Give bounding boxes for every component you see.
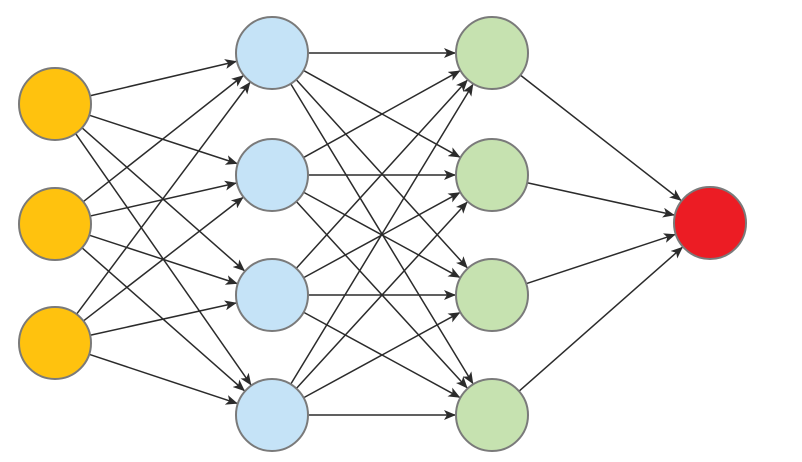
edge-input-3-to-hidden-1-2 bbox=[83, 197, 244, 322]
edge-input-3-to-hidden-1-3 bbox=[89, 300, 237, 336]
edge-hidden-2-3-to-output-1 bbox=[525, 233, 676, 285]
network-nodes bbox=[18, 16, 747, 452]
edge-hidden-2-4-to-output-1 bbox=[518, 246, 683, 392]
hidden-2-node-3 bbox=[455, 258, 529, 332]
input-node-3 bbox=[18, 306, 92, 380]
edge-input-2-to-hidden-1-1 bbox=[82, 75, 244, 203]
hidden-2-node-1 bbox=[455, 16, 529, 90]
hidden-2-node-4 bbox=[455, 378, 529, 452]
edge-input-3-to-hidden-1-1 bbox=[75, 81, 251, 315]
edge-input-3-to-hidden-1-4 bbox=[88, 353, 238, 405]
hidden-1-node-1 bbox=[235, 16, 309, 90]
edge-hidden-1-4-to-hidden-2-1 bbox=[290, 83, 474, 385]
input-node-2 bbox=[18, 187, 92, 261]
hidden-2-node-2 bbox=[455, 138, 529, 212]
edge-hidden-1-2-to-hidden-2-1 bbox=[303, 70, 461, 159]
edge-hidden-1-4-to-hidden-2-2 bbox=[295, 201, 468, 389]
connection-edges bbox=[74, 48, 683, 420]
input-node-1 bbox=[18, 67, 92, 141]
edge-hidden-1-3-to-hidden-2-1 bbox=[295, 79, 468, 269]
edge-input-1-to-hidden-1-1 bbox=[89, 59, 237, 97]
hidden-1-node-3 bbox=[235, 258, 309, 332]
output-node-1 bbox=[673, 186, 747, 260]
hidden-1-node-2 bbox=[235, 138, 309, 212]
hidden-1-node-4 bbox=[235, 378, 309, 452]
edge-hidden-2-1-to-output-1 bbox=[519, 74, 682, 201]
edge-hidden-2-2-to-output-1 bbox=[526, 182, 675, 218]
edge-hidden-1-4-to-hidden-2-3 bbox=[303, 312, 461, 399]
